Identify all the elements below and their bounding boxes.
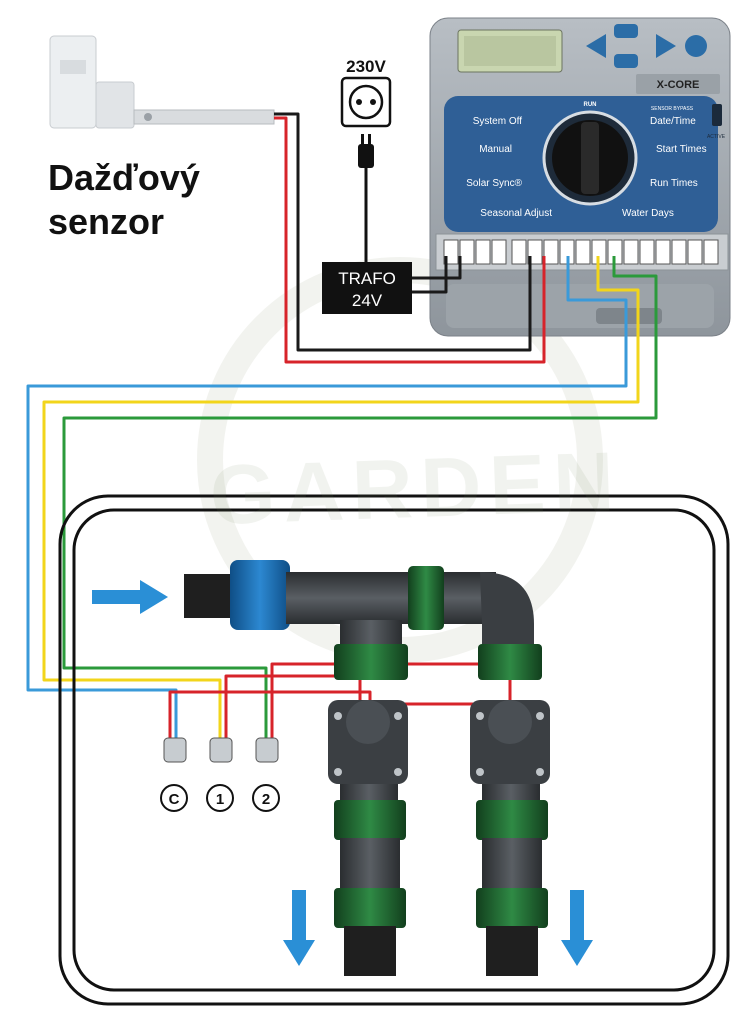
watermark-text: GARDEN: [208, 433, 624, 543]
terminal-block: [443, 239, 719, 265]
transformer: TRAFO 24V: [322, 262, 412, 314]
power-plug: [358, 134, 374, 264]
power-socket: [340, 76, 392, 128]
terminal-labels: C 1 2: [160, 784, 280, 812]
rain-sensor-device: [49, 35, 275, 129]
controller-x-core: [429, 17, 731, 337]
right-label-1: Start Times: [656, 144, 707, 155]
right-label-0: Date/Time: [650, 116, 696, 127]
terminal-1: 1: [216, 791, 224, 808]
rain-sensor-title-line2: senzor: [48, 201, 165, 242]
manifold-pipework: [184, 560, 542, 680]
controller-labels: X-CORE RUN SENSOR BYPASS ACTIVE System O…: [466, 79, 725, 219]
flow-out-arrow-2: [561, 890, 593, 966]
socket-voltage-label: 230V: [346, 57, 386, 76]
outlet-pipework: [334, 784, 548, 976]
right-label-2: Run Times: [650, 178, 698, 189]
wire-transformer-b: [412, 256, 448, 294]
left-label-2: Solar Sync®: [466, 178, 522, 189]
wire-green: [62, 256, 658, 740]
rain-sensor-title: Dažďový senzor: [48, 156, 200, 244]
wire-red-v1: [224, 674, 362, 740]
sensor-bypass-label: SENSOR BYPASS: [651, 106, 694, 112]
left-label-3: Seasonal Adjust: [480, 208, 552, 219]
rain-sensor-title-line1: Dažďový: [48, 157, 200, 198]
wire-blue: [26, 256, 628, 740]
wire-rain-red: [274, 116, 546, 364]
terminal-c: C: [169, 791, 180, 808]
active-label: ACTIVE: [707, 134, 726, 140]
transformer-line1: TRAFO: [338, 269, 396, 288]
nav-buttons: [586, 24, 707, 68]
transformer-line2: 24V: [352, 291, 383, 310]
right-label-3: Water Days: [622, 208, 674, 219]
solenoid-valve-2: [470, 700, 550, 784]
flow-in-arrow: [92, 580, 168, 614]
wire-transformer-a: [412, 256, 462, 280]
run-indicator: RUN: [584, 102, 597, 108]
wire-yellow: [42, 256, 640, 740]
flow-out-arrow-1: [283, 890, 315, 966]
solenoid-valve-1: [328, 700, 408, 784]
wire-connectors: [163, 737, 279, 763]
valve-box: [58, 494, 730, 1006]
terminal-2: 2: [262, 791, 270, 808]
left-label-0: System Off: [473, 116, 522, 127]
left-label-1: Manual: [479, 144, 512, 155]
brand-label: X-CORE: [657, 79, 700, 91]
wire-rain-black: [274, 112, 532, 352]
